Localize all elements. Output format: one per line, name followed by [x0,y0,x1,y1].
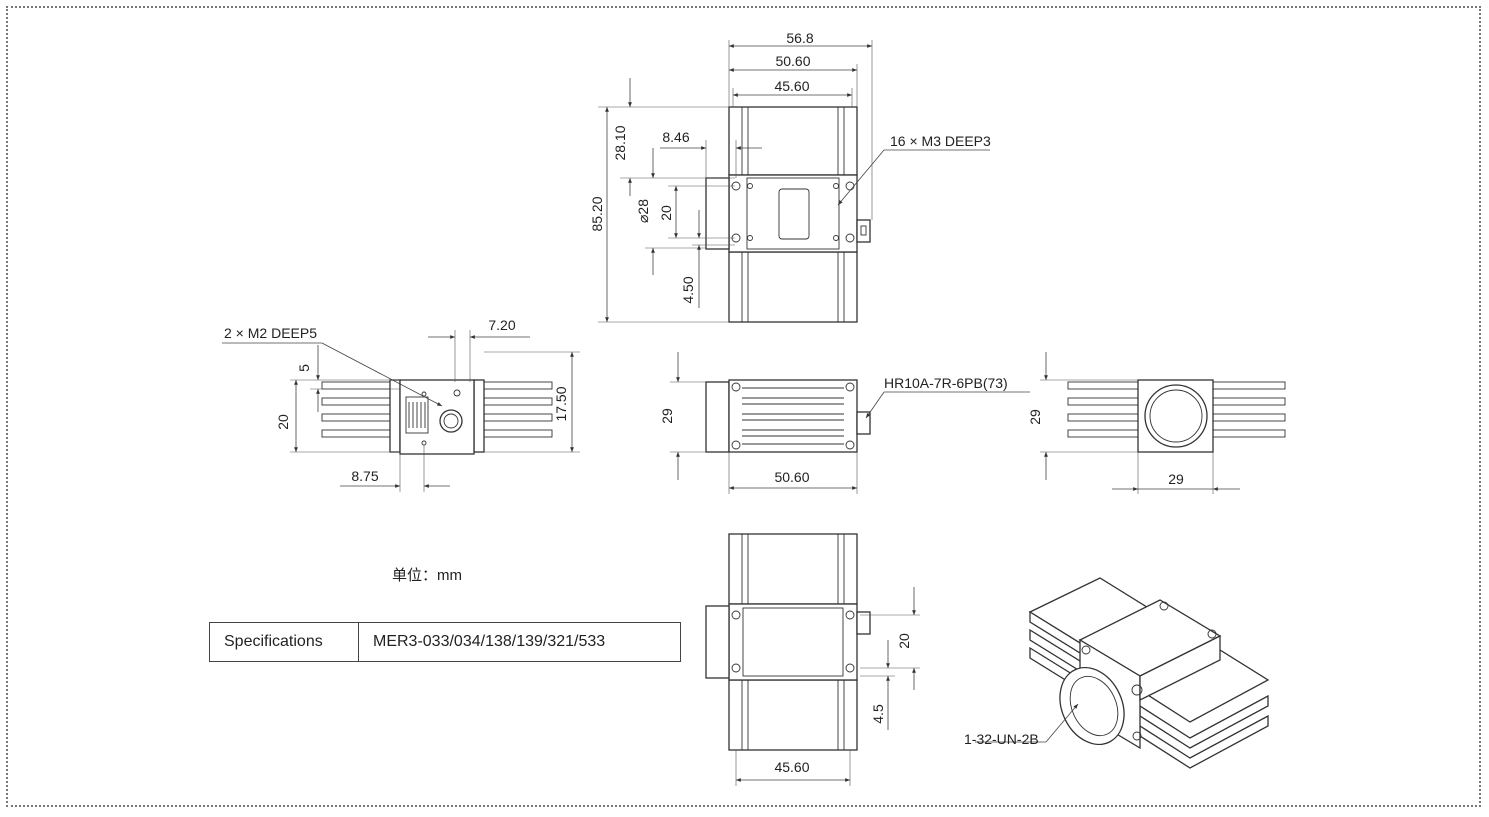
side-connector: HR10A-7R-6PB(73) [884,375,1008,391]
spec-row: Specifications MER3-033/034/138/139/321/… [209,622,681,662]
spec-label: Specifications [209,622,359,662]
front-height: 29 [1027,409,1043,425]
bottom-width: 45.60 [774,759,809,775]
top-offset-top: 28.10 [612,125,628,160]
iso-mount: 1-32-UN-2B [964,731,1039,747]
top-width-body: 45.60 [774,78,809,94]
top-height-total: 85.20 [589,196,605,231]
spec-value: MER3-033/034/138/139/321/533 [358,622,681,662]
top-view: 56.8 50.60 45.60 85.20 28.10 8.46 ⌀28 20… [589,30,991,323]
unit-label: 单位：mm [392,567,462,584]
top-width-mid: 50.60 [775,53,810,69]
rear-thread-note: 2 × M2 DEEP5 [224,325,317,341]
front-width: 29 [1168,471,1184,487]
rear-dim-bottom: 8.75 [351,468,378,484]
rear-dim-left-small: 5 [296,364,312,372]
side-width: 50.60 [774,469,809,485]
top-hole-diameter: ⌀28 [635,199,651,223]
bottom-offset: 4.5 [870,704,886,724]
front-view: 29 29 [1027,352,1286,494]
top-width-overall: 56.8 [786,30,813,46]
top-thread-note: 16 × M3 DEEP3 [890,133,991,149]
spec-table: Specifications MER3-033/034/138/139/321/… [209,622,681,662]
rear-dim-right: 17.50 [553,386,569,421]
isometric-view: 1-32-UN-2B [964,577,1270,769]
drawing-frame [6,6,1481,807]
rear-dim-left: 20 [275,414,291,430]
side-height: 29 [659,408,675,424]
top-offset-x: 8.46 [662,129,689,145]
rear-view: 7.20 5 20 17.50 8.75 2 × M2 DEEP5 [222,317,580,492]
top-offset-bottom: 4.50 [680,276,696,303]
bottom-hole-spacing: 20 [896,633,912,649]
bottom-view: 20 4.5 45.60 [705,533,920,786]
top-hole-spacing: 20 [658,205,674,221]
rear-dim-top: 7.20 [488,317,515,333]
side-view: 29 50.60 HR10A-7R-6PB(73) [659,352,1030,494]
